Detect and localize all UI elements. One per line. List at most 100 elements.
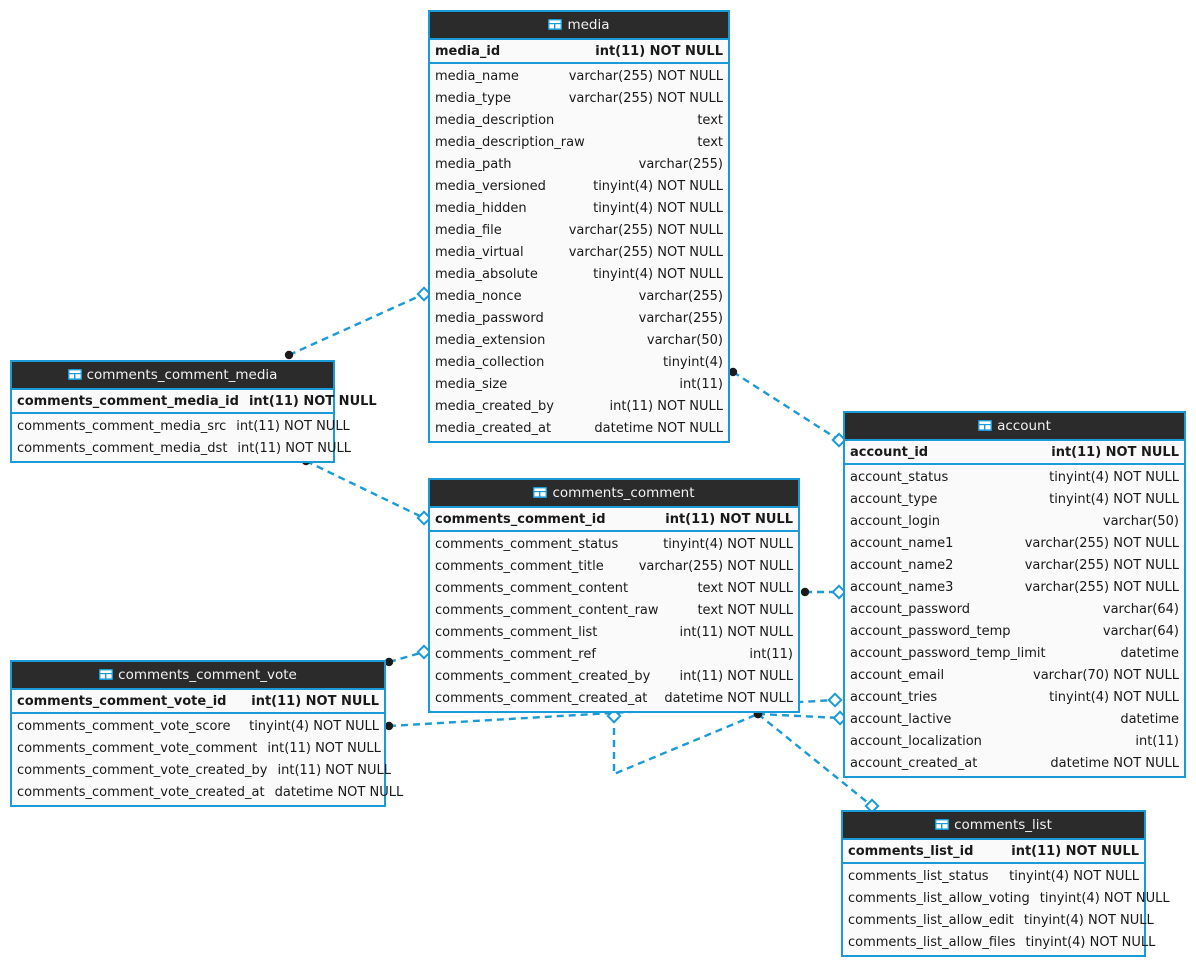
column-type: tinyint(4) NOT NULL	[249, 718, 379, 734]
relationship-line[interactable]	[612, 712, 759, 776]
relationship-line[interactable]	[757, 712, 841, 720]
table-comments_comment[interactable]: comments_comment comments_comment_id int(1…	[428, 478, 800, 713]
relationship-line[interactable]	[288, 292, 425, 357]
column-name: media_file	[435, 222, 502, 238]
column-type: int(11) NOT NULL	[679, 668, 793, 684]
column-type: int(11) NOT NULL	[1011, 843, 1139, 859]
table-header-media[interactable]: media	[430, 12, 728, 40]
table-grid-icon	[533, 487, 548, 498]
table-header-comments_comment_vote[interactable]: comments_comment_vote	[12, 662, 384, 690]
table-header-comments_list[interactable]: comments_list	[843, 812, 1144, 840]
table-header-account[interactable]: account	[845, 413, 1184, 441]
column-name: media_path	[435, 156, 512, 172]
column-name: comments_comment_ref	[435, 646, 596, 662]
relationship-endpoint-dot	[800, 587, 810, 597]
relationship-line[interactable]	[388, 650, 425, 664]
column-type: tinyint(4) NOT NULL	[1049, 689, 1179, 705]
column-name: comments_comment_media_id	[17, 393, 239, 409]
column-name: account_type	[850, 491, 938, 507]
table-header-comments_comment_media[interactable]: comments_comment_media	[12, 362, 333, 390]
column-type: tinyint(4) NOT NULL	[1025, 934, 1156, 950]
relationship-line[interactable]	[305, 459, 425, 520]
column-name: media_description_raw	[435, 134, 585, 150]
table-header-comments_comment[interactable]: comments_comment	[430, 480, 798, 508]
relationship-endpoint-dot	[728, 367, 738, 377]
column-type: int(11) NOT NULL	[665, 511, 793, 527]
column-name: comments_comment_media_dst	[17, 440, 228, 456]
column-name: media_created_by	[435, 398, 554, 414]
relationship-endpoint-dot	[284, 350, 294, 360]
relationship-line[interactable]	[732, 370, 840, 442]
primary-key-row[interactable]: comments_comment_id int(11) NOT NULL	[430, 508, 798, 532]
column-name: comments_list_allow_voting	[848, 890, 1030, 906]
column-name: comments_comment_id	[435, 511, 606, 527]
column-row[interactable]: comments_comment_id int(11) NOT NULL	[430, 508, 798, 530]
